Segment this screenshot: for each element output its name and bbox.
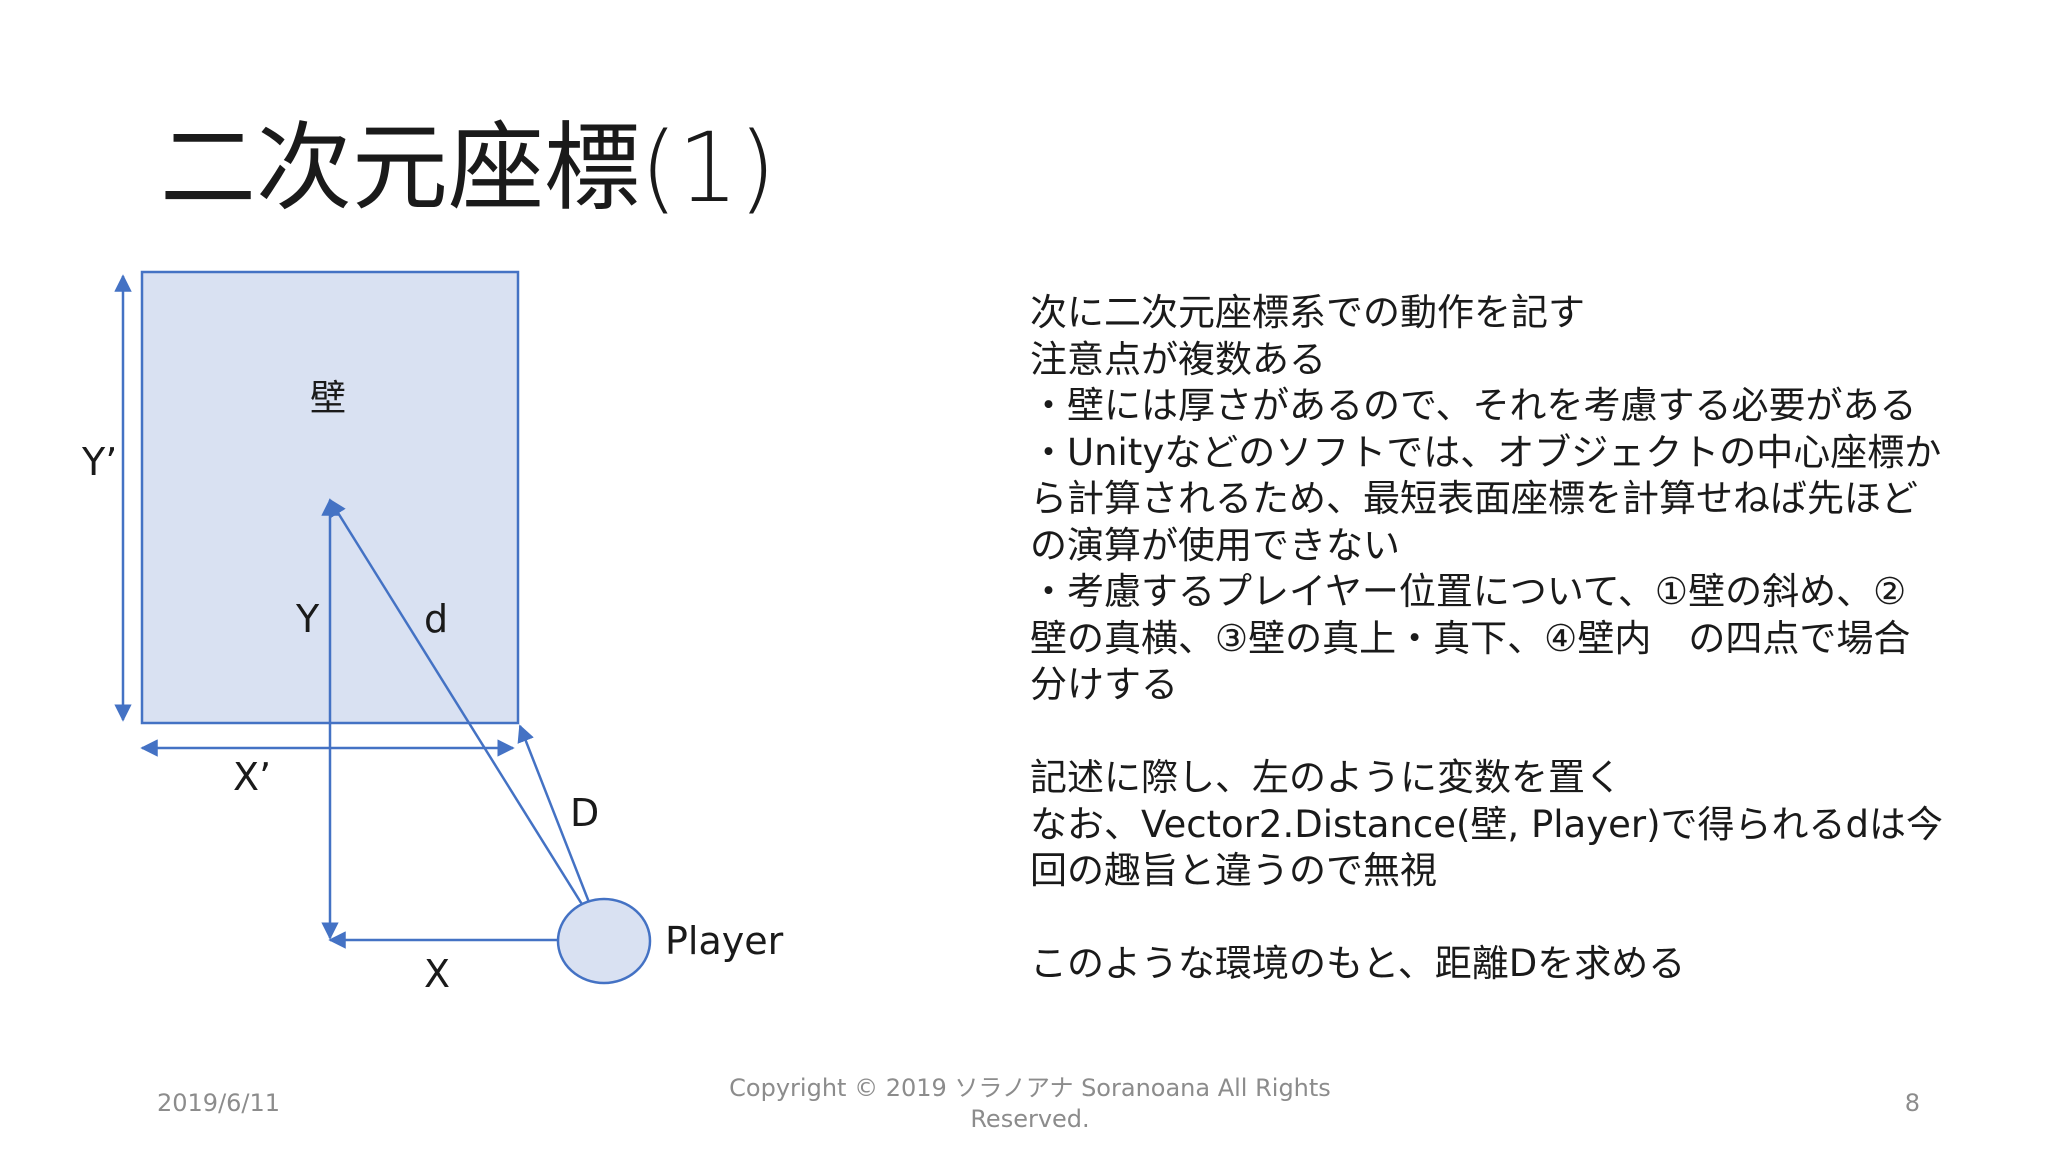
body-line: ・Unityなどのソフトでは、オブジェクトの中心座標か: [1030, 430, 1942, 474]
slide-title: 二次元座標(1): [160, 112, 776, 224]
body-line: 分けする: [1030, 663, 1178, 706]
y-prime-label: Y’: [81, 440, 117, 484]
body-text: 次に二次元座標系での動作を記す 注意点が複数ある ・壁には厚さがあるので、それを…: [1030, 290, 1990, 988]
footer-date: 2019/6/11: [157, 1089, 281, 1117]
y-label: Y: [295, 597, 320, 641]
body-line: 回の趣旨と違うので無視: [1030, 849, 1437, 892]
page-number: 8: [1904, 1089, 1920, 1117]
wall-label: 壁: [310, 378, 346, 419]
body-line: なお、Vector2.Distance(壁, Player)で得られるdは今: [1030, 802, 1944, 846]
body-line: [1030, 709, 1990, 756]
body-line: ら計算されるため、最短表面座標を計算せねば先ほど: [1030, 477, 1918, 520]
big-d-label: D: [570, 791, 599, 835]
body-line: 注意点が複数ある: [1030, 337, 1326, 381]
body-line: の演算が使用できない: [1030, 523, 1400, 567]
d-label: d: [424, 597, 448, 641]
player-circle: [556, 897, 652, 985]
player-label: Player: [665, 919, 784, 963]
body-line: このような環境のもと、距離Dを求める: [1030, 942, 1686, 985]
body-line: 壁の真横、③壁の真上・真下、④壁内 の四点で場合: [1030, 616, 1911, 660]
body-line: ・壁には厚さがあるので、それを考慮する必要がある: [1030, 384, 1917, 427]
body-line: ・考慮するプレイヤー位置について、①壁の斜め、②: [1030, 570, 1907, 613]
x-label: X: [424, 952, 450, 996]
footer-copyright: Copyright © 2019 ソラノアナ Soranoana All Rig…: [729, 1074, 1331, 1133]
body-line: 記述に際し、左のように変数を置く: [1030, 756, 1622, 799]
x-prime-label: X’: [233, 755, 271, 799]
body-line: [1030, 895, 1990, 942]
body-line: 次に二次元座標系での動作を記す: [1030, 291, 1585, 334]
